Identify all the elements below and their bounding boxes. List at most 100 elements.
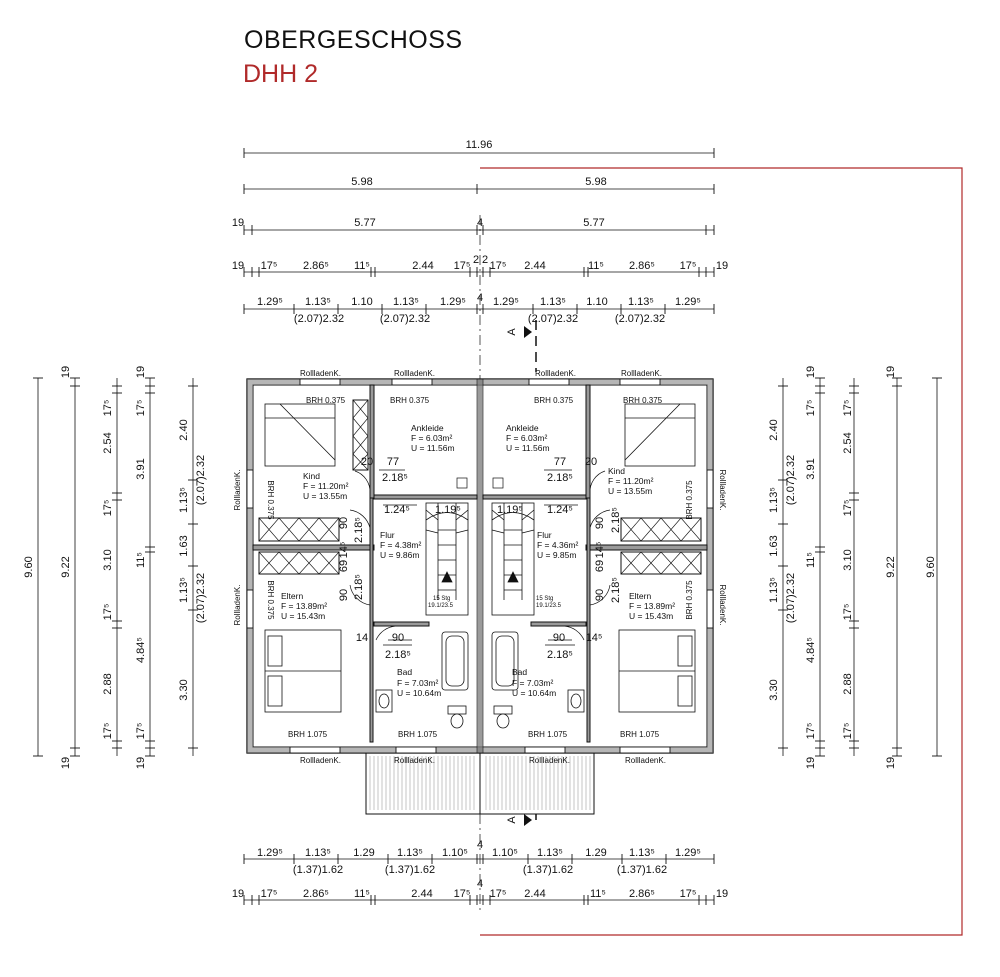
left-ticks xyxy=(33,377,198,757)
bdim-r3-11: 17⁵ xyxy=(680,888,697,900)
right-ticks xyxy=(778,377,942,757)
dim-inner-left: 5.77 xyxy=(354,217,375,229)
washbasin-right xyxy=(567,689,585,713)
rollladen-label: RollladenK. xyxy=(233,585,242,626)
rdim-c4-4: 4.84⁵ xyxy=(805,637,817,663)
ldim-c5-1: 1.13⁵ xyxy=(178,487,190,513)
dim-r5-5: 4 xyxy=(477,292,483,304)
brh-label: BRH 1.075 xyxy=(528,730,568,739)
dim-119-right: 1.19⁵ xyxy=(497,504,523,516)
dim-69-v-right: 69 xyxy=(594,560,606,572)
rdim-c3-6: 17⁵ xyxy=(842,723,854,740)
ldim-c4-5: 17⁵ xyxy=(135,723,147,740)
dim-r5-2: 1.10 xyxy=(351,296,372,308)
room-perimeter-eltern-left: U = 15.43m xyxy=(281,611,325,621)
dim-124-right: 1.24⁵ xyxy=(547,504,573,516)
ldim-c2: 9.22 xyxy=(60,556,72,577)
dim-r4-12: 17⁵ xyxy=(680,260,697,272)
room-area-ankleide-left: F = 6.03m² xyxy=(411,433,453,443)
rdim-c4-5: 17⁵ xyxy=(805,723,817,740)
dim-r4-13: 19 xyxy=(716,260,728,272)
dim-124-left: 1.24⁵ xyxy=(384,504,410,516)
ldim-c5-2: 1.63 xyxy=(178,535,190,556)
ldim-c3-2: 17⁵ xyxy=(102,500,114,517)
rdim-c4-3: 11⁵ xyxy=(805,552,817,568)
dim-door-20-right: 20 xyxy=(585,456,597,468)
dim-2185-v2-right: 2.18⁵ xyxy=(610,577,622,603)
room-perimeter-ankleide-right: U = 11.56m xyxy=(506,443,550,453)
room-name-eltern-right: Eltern xyxy=(629,591,651,601)
stair-ratio-left: 19.1/23.5 xyxy=(428,603,454,609)
bdim-r3-10: 2.86⁵ xyxy=(629,888,655,900)
bdim-r1-7: 1.13⁵ xyxy=(537,847,563,859)
rdim-c3-2: 17⁵ xyxy=(842,500,854,517)
dim-69-v-left: 69 xyxy=(338,560,350,572)
dim-90-v1-left: 90 xyxy=(338,517,350,529)
bed-eltern-left xyxy=(264,629,342,713)
dim-119-left: 1.19⁵ xyxy=(435,504,461,516)
rollladen-label: RollladenK. xyxy=(300,756,341,765)
right-dimensions xyxy=(782,378,938,756)
bottom-dimensions xyxy=(244,858,714,901)
toilet-left xyxy=(447,705,467,729)
dim-r5-0: 1.29⁵ xyxy=(257,296,283,308)
bdim-r3-4: 2.44 xyxy=(411,888,432,900)
ldim-c4-3: 11⁵ xyxy=(135,552,147,568)
dim-r4-3: 11⁵ xyxy=(354,260,370,272)
bdim-r2-0: (1.37)1.62 xyxy=(293,864,343,876)
room-area-eltern-right: F = 13.89m² xyxy=(629,601,675,611)
rollladen-label: RollladenK. xyxy=(625,756,666,765)
staircase-left xyxy=(425,502,469,616)
room-name-bad-right: Bad xyxy=(512,667,527,677)
dim-door-2185-right: 2.18⁵ xyxy=(547,472,573,484)
bdim-r1-6: 1.10⁵ xyxy=(492,847,518,859)
room-name-bad-left: Bad xyxy=(397,667,412,677)
bdim-r3-1: 17⁵ xyxy=(261,888,278,900)
room-area-flur-right: F = 4.36m² xyxy=(537,540,579,550)
dim-r6-2: (2.07)2.32 xyxy=(528,313,578,325)
brh-label: BRH 0.375 xyxy=(685,480,694,520)
ldim-c3-4: 17⁵ xyxy=(102,604,114,621)
dim-r4-10: 11⁵ xyxy=(588,260,604,272)
property-outline xyxy=(480,167,963,936)
dim-r4-9: 2.44 xyxy=(524,260,545,272)
rdim-c3-4: 17⁵ xyxy=(842,604,854,621)
ldim-c6-1: (2.07)2.32 xyxy=(195,573,207,623)
rollladen-label: RollladenK. xyxy=(621,369,662,378)
rdim-c3-3: 3.10 xyxy=(842,549,854,570)
top-ticks xyxy=(243,148,715,314)
ldim-c4-2: 3.91 xyxy=(135,458,147,479)
rollladen-label: RollladenK. xyxy=(300,369,341,378)
dim-r5-8: 1.10 xyxy=(586,296,607,308)
dim-door-77-right: 77 xyxy=(554,456,566,468)
room-perimeter-kind-left: U = 13.55m xyxy=(303,491,347,501)
brh-label: BRH 0.375 xyxy=(266,580,275,620)
dim-r5-10: 1.29⁵ xyxy=(675,296,701,308)
dim-wall-19: 19 xyxy=(232,217,244,229)
washbasin-left xyxy=(375,689,393,713)
section-label-bottom: A xyxy=(506,816,518,824)
bathtub-left xyxy=(441,631,469,691)
bdim-r1-1: 1.13⁵ xyxy=(305,847,331,859)
bdim-r3-7: 17⁵ xyxy=(490,888,507,900)
brh-label: BRH 1.075 xyxy=(620,730,660,739)
ldim-c1b: 19 xyxy=(60,757,72,769)
dim-2185-bad-right: 2.18⁵ xyxy=(547,649,573,661)
dim-r4-5: 17⁵ xyxy=(454,260,471,272)
dim-r4-8: 17⁵ xyxy=(490,260,507,272)
room-perimeter-bad-right: U = 10.64m xyxy=(512,688,556,698)
brh-label: BRH 0.375 xyxy=(266,480,275,520)
ldim-c4-6: 19 xyxy=(135,757,147,769)
dim-90-bad-right: 90 xyxy=(553,632,565,644)
stair-steps-left: 15 Stg xyxy=(433,596,450,602)
rollladen-label: RollladenK. xyxy=(535,369,576,378)
dim-r5-3: 1.13⁵ xyxy=(393,296,419,308)
room-name-flur-left: Flur xyxy=(380,530,395,540)
door-swings xyxy=(349,470,611,641)
balcony xyxy=(365,751,595,815)
rdim-c3-0: 17⁵ xyxy=(842,400,854,417)
ldim-c5-0: 2.40 xyxy=(178,419,190,440)
dim-2185-v2-left: 2.18⁵ xyxy=(353,574,365,600)
rdim-c6-0: (2.07)2.32 xyxy=(785,455,797,505)
dim-r5-4: 1.29⁵ xyxy=(440,296,466,308)
